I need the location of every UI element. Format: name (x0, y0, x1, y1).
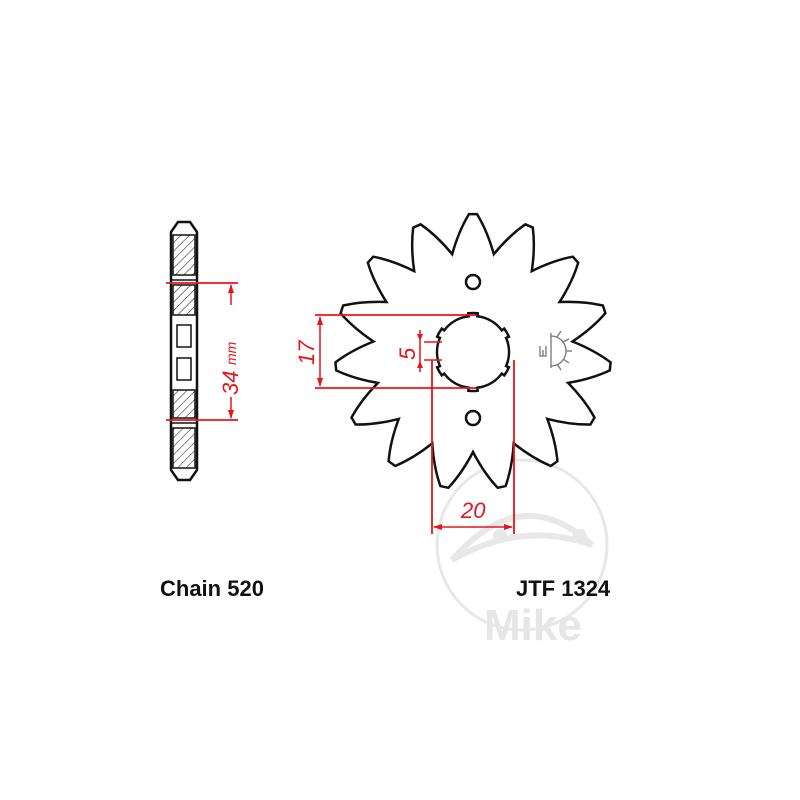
dimension-20-value: 20 (460, 498, 486, 523)
dimension-17: 17 (294, 314, 476, 389)
hatch-section-1 (172, 234, 196, 276)
hatch-section-3 (172, 389, 196, 419)
dimension-5-value: 5 (395, 347, 420, 360)
dimension-5: 5 (395, 330, 442, 372)
side-view: 34 mm (166, 220, 243, 482)
watermark: Mike (435, 458, 609, 650)
watermark-text: Mike (484, 601, 582, 650)
watermark-dot-left (493, 529, 507, 543)
spline-bore (435, 311, 511, 393)
bolt-hole-bottom (464, 409, 482, 427)
chain-label: Chain 520 (160, 576, 264, 601)
bore-slot-2 (176, 357, 192, 381)
dimension-20: 20 (431, 360, 515, 534)
hatch-section-2 (172, 284, 196, 316)
dimension-34mm: 34 mm (166, 282, 243, 421)
watermark-dot-right (573, 529, 587, 543)
bolt-hole-top (464, 273, 482, 291)
bore-slot-1 (176, 324, 192, 348)
hatch-section-4 (172, 427, 196, 469)
dimension-34-unit: mm (223, 341, 239, 365)
watermark-circle (435, 458, 609, 632)
part-number: JTF 1324 (516, 576, 611, 601)
dimension-34-value: 34 (218, 371, 243, 395)
marking-symbol (539, 330, 572, 371)
front-view: 17 5 20 (294, 212, 612, 534)
dimension-17-value: 17 (294, 340, 319, 365)
